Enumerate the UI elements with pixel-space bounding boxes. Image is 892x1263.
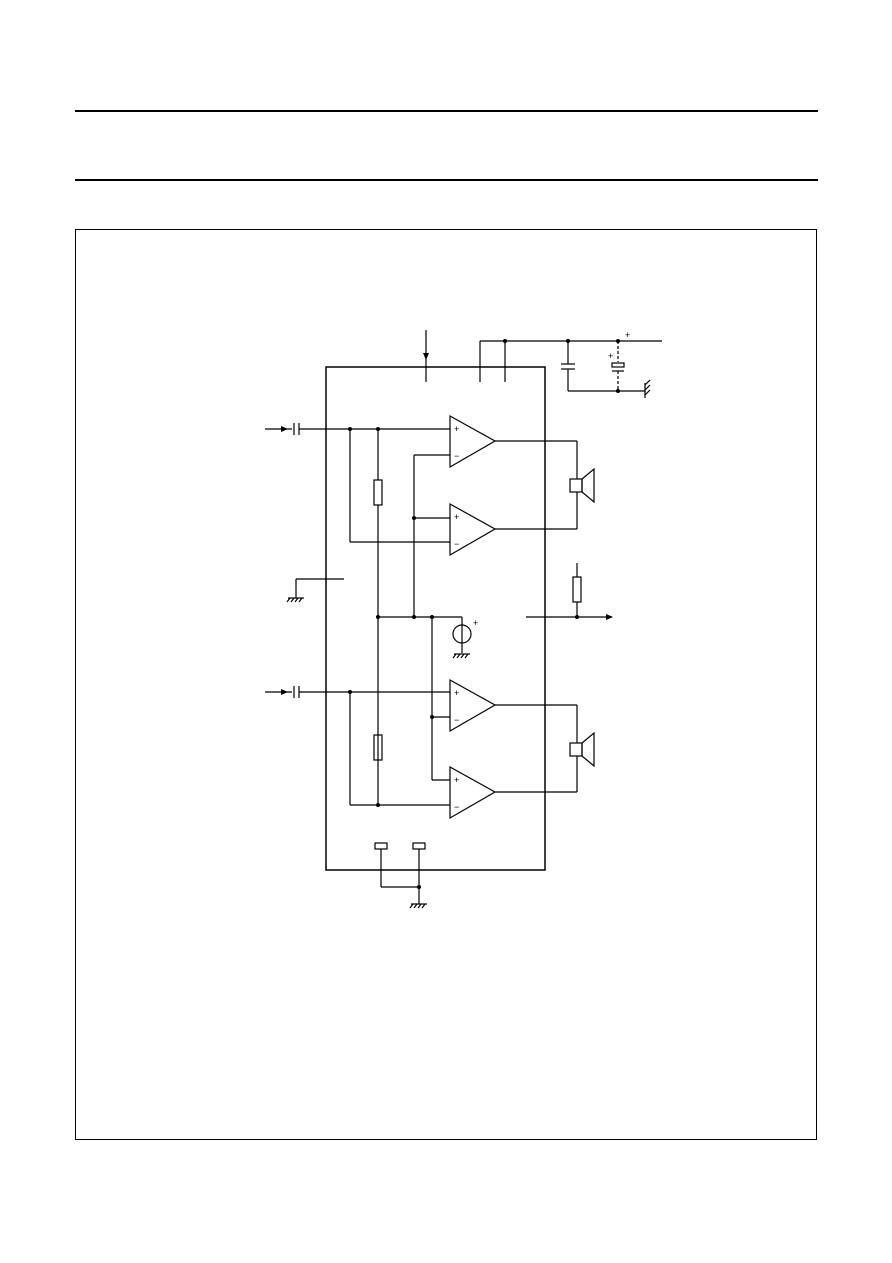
amplifier-2: + − xyxy=(449,502,497,557)
ic-body xyxy=(325,366,546,871)
resistor-2 xyxy=(373,734,383,761)
loudspeaker-2 xyxy=(495,704,595,793)
amplifier-3-plus: + xyxy=(454,688,459,698)
supply-capacitor xyxy=(561,341,645,393)
reference-plus-label: + xyxy=(473,618,478,628)
amplifier-3-minus: − xyxy=(454,715,459,725)
bias-wiring xyxy=(376,615,463,781)
amplifier-1-minus: − xyxy=(454,451,459,461)
amplifier-2-plus: + xyxy=(454,512,459,522)
electrolytic-plus-label: + xyxy=(608,351,613,361)
resistor-1 xyxy=(373,479,383,506)
amplifier-1: + − xyxy=(449,414,497,469)
top-input-pin xyxy=(423,330,429,382)
input-capacitor-1 xyxy=(265,423,450,435)
channel-2-wiring xyxy=(349,692,450,807)
amplifier-2-minus: − xyxy=(454,539,459,549)
ground-symbol-reference xyxy=(452,653,470,659)
ground-symbol-left xyxy=(286,578,344,603)
header-rule-bottom xyxy=(75,179,818,181)
input-capacitor-2 xyxy=(265,686,450,698)
loudspeaker-1 xyxy=(495,440,595,530)
supply-wiring xyxy=(479,339,662,382)
bottom-ground-pins xyxy=(374,842,427,909)
diagnostic-output xyxy=(526,563,613,620)
amplifier-4: + − xyxy=(449,765,497,820)
amplifier-3: + − xyxy=(449,678,497,733)
supply-plus-label: + xyxy=(625,330,630,340)
electrolytic-capacitor xyxy=(611,341,625,391)
reference-voltage-source xyxy=(452,624,472,644)
header-rule-top xyxy=(75,110,818,112)
amplifier-4-minus: − xyxy=(454,802,459,812)
amplifier-4-plus: + xyxy=(454,775,459,785)
figure-frame xyxy=(75,229,817,1140)
ground-symbol-supply xyxy=(644,379,651,398)
amplifier-1-plus: + xyxy=(454,424,459,434)
channel-1-wiring xyxy=(349,429,450,805)
